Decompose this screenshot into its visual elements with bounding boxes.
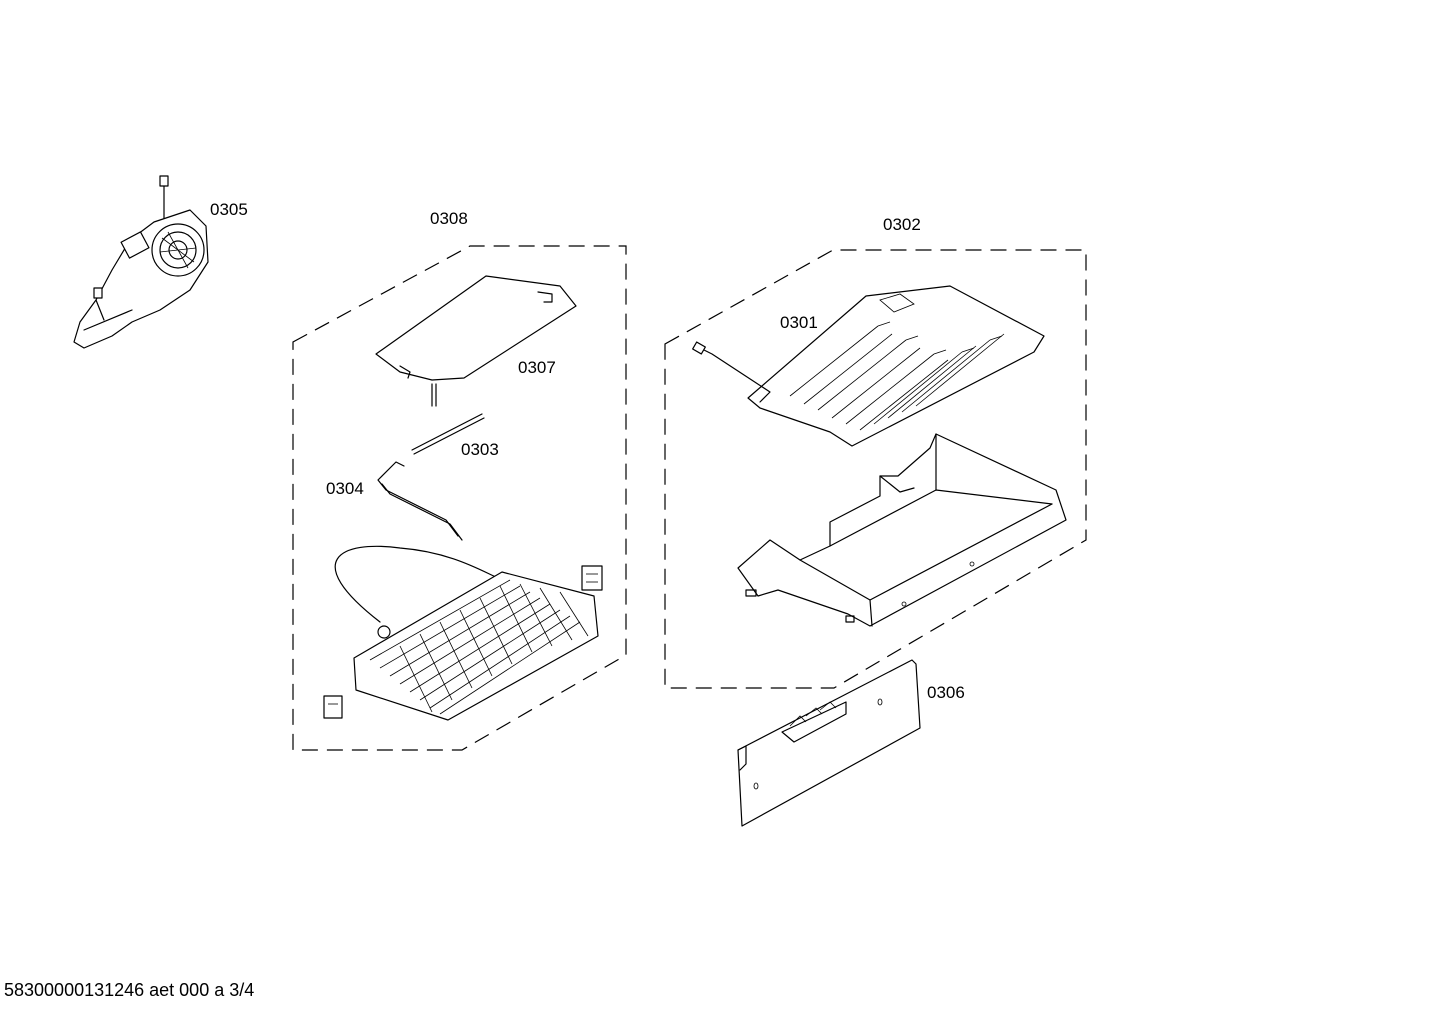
back-panel-part <box>737 659 921 827</box>
part-label-0303: 0303 <box>461 440 499 459</box>
group-0308-outline <box>292 245 627 751</box>
part-label-0302: 0302 <box>883 215 921 234</box>
fan-assembly-part <box>73 175 209 349</box>
drip-tray-part <box>737 433 1067 627</box>
part-label-0308: 0308 <box>430 209 468 228</box>
part-label-0301: 0301 <box>780 313 818 332</box>
group-0302-outline <box>664 249 1087 689</box>
part-label-0305: 0305 <box>210 200 248 219</box>
evaporator-coil-part <box>323 545 603 721</box>
bent-tube-part <box>377 461 463 541</box>
part-label-0307: 0307 <box>518 358 556 377</box>
heater-plate-part <box>692 285 1045 447</box>
sensor-rod-part <box>411 413 485 455</box>
part-label-0304: 0304 <box>326 479 364 498</box>
cover-plate-part <box>375 275 577 407</box>
document-id: 58300000131246 aet 000 a 3/4 <box>4 980 255 1000</box>
part-label-0306: 0306 <box>927 683 965 702</box>
